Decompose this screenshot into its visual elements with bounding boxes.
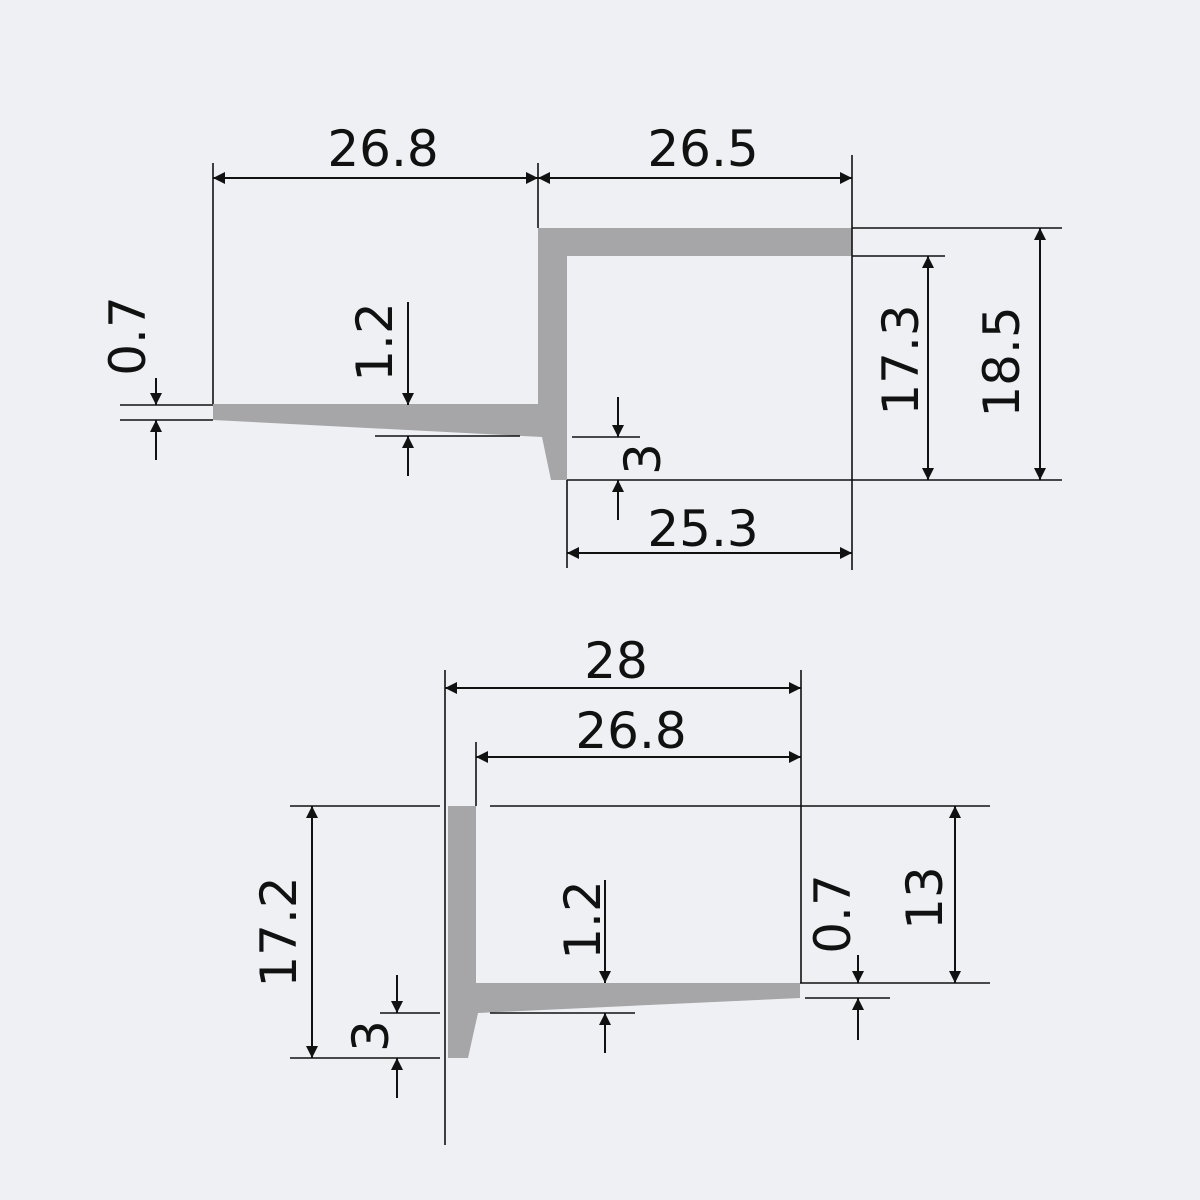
dim-root-thickness: 1.2 <box>346 302 404 382</box>
dim-width-right-top: 26.5 <box>647 120 758 178</box>
dim-width-right-bottom: 25.3 <box>647 500 758 558</box>
dim-height-inner: 13 <box>896 866 954 930</box>
dim-tip-thickness: 0.7 <box>804 874 862 954</box>
dim-foot-height: 3 <box>614 443 672 475</box>
profile-b: 28 26.8 17.2 13 3 1.2 0.7 <box>250 632 990 1145</box>
dim-tip-thickness: 0.7 <box>99 296 157 376</box>
dim-height-total: 17.2 <box>250 876 308 987</box>
dim-height-total: 18.5 <box>973 306 1031 417</box>
profile-a-shape <box>213 228 852 480</box>
profile-a: 26.8 26.5 25.3 17.3 18.5 0.7 1.2 3 <box>99 120 1062 570</box>
dim-width-total: 28 <box>584 632 648 690</box>
dim-root-thickness: 1.2 <box>554 880 612 960</box>
profile-b-shape <box>448 806 800 1058</box>
dim-width-inner: 26.8 <box>575 702 686 760</box>
dim-width-left: 26.8 <box>327 120 438 178</box>
dim-height-inner: 17.3 <box>872 304 930 415</box>
dim-foot-height: 3 <box>342 1020 400 1052</box>
